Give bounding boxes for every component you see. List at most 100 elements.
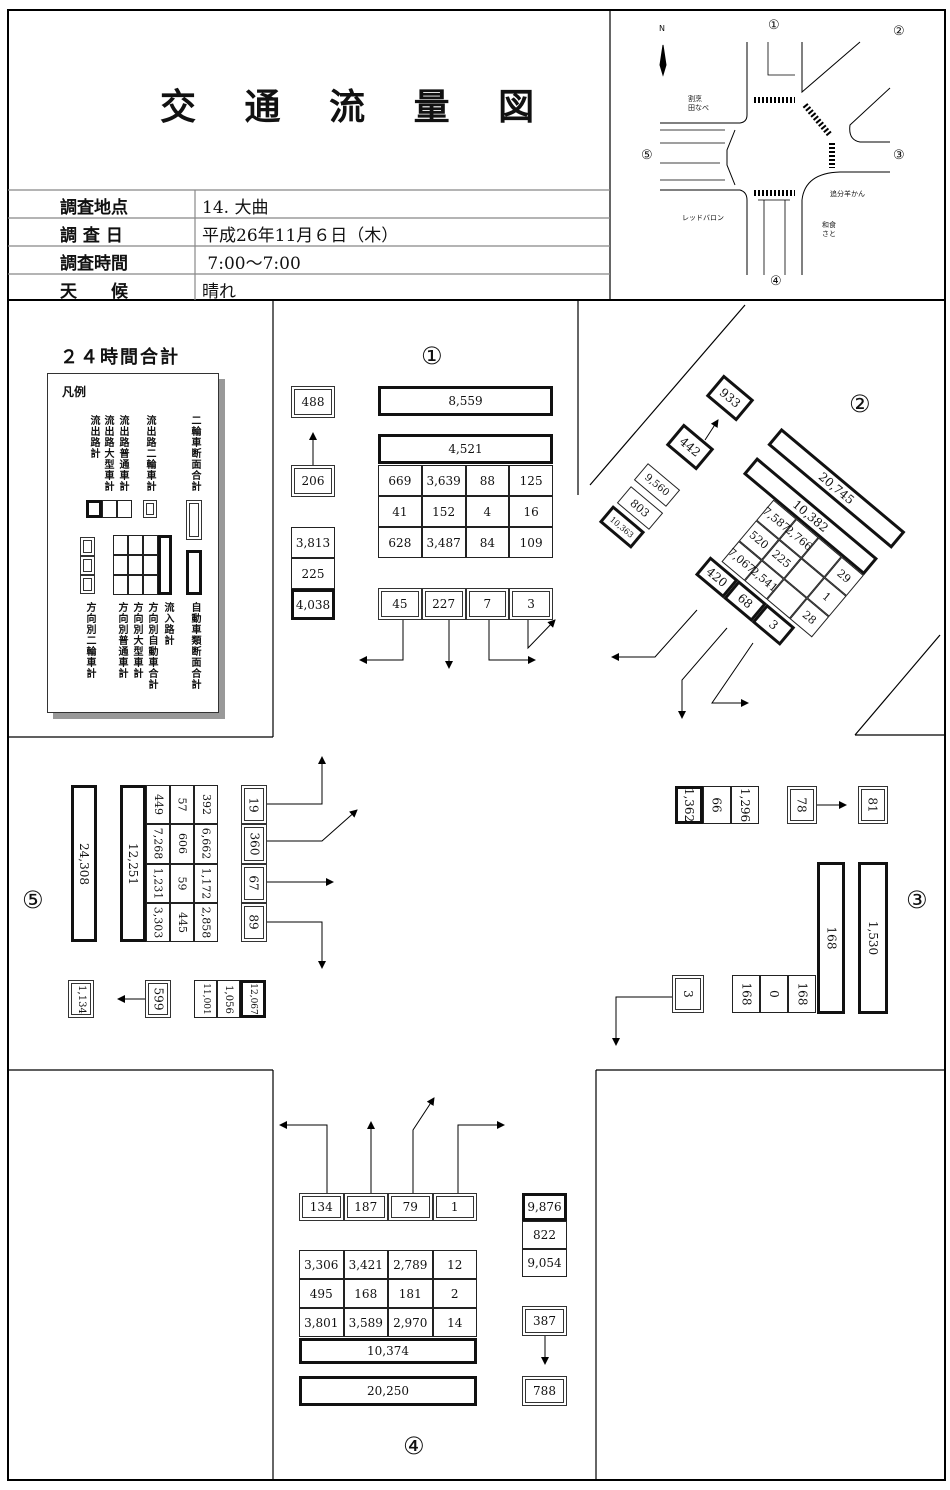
count-value: 9,054 — [527, 1256, 562, 1270]
legend-label: 方向別普通車計 — [116, 602, 127, 679]
count-value: 3,639 — [426, 473, 461, 488]
count-value: 7 — [483, 597, 492, 611]
approach-2-label: ② — [849, 390, 871, 418]
count-value: 387 — [533, 1314, 556, 1328]
count-value: 11,001 — [200, 983, 211, 1015]
count-value: 78 — [795, 797, 809, 813]
count-value: 125 — [519, 473, 543, 488]
info-value-location: 14. 大曲 — [202, 198, 269, 218]
count-value: 88 — [479, 473, 496, 488]
legend-shape — [102, 500, 117, 518]
legend-shape — [128, 575, 143, 595]
map-approach-3: ③ — [893, 148, 905, 163]
info-label-time: 調査時間 — [60, 254, 128, 274]
twowheel-direction: 19 — [241, 785, 267, 825]
info-value-weather: 晴れ — [202, 282, 236, 302]
count-value: 3 — [680, 990, 695, 998]
direction-count: 2,970 — [388, 1308, 433, 1337]
legend-label: 流出路二輪車計 — [144, 415, 155, 492]
direction-count: 3,801 — [299, 1308, 344, 1337]
twowheel-direction: 89 — [241, 902, 267, 942]
count-value: 16 — [523, 504, 539, 519]
count-value: 0 — [766, 990, 781, 998]
twowheel-direction: 67 — [241, 863, 267, 903]
legend-shape — [143, 535, 158, 555]
direction-count: 1,231 — [146, 863, 170, 903]
info-label-location: 調査地点 — [60, 198, 128, 218]
count-value: 445 — [175, 911, 189, 933]
legend-shape — [113, 555, 128, 575]
count-value: 168 — [824, 926, 838, 950]
direction-count: 495 — [299, 1279, 344, 1308]
legend-shape — [80, 575, 95, 594]
approach-5-label: ⑤ — [22, 886, 44, 914]
count-value: 3,306 — [304, 1257, 339, 1272]
direction-count: 4 — [465, 496, 510, 527]
legend-shape — [186, 500, 202, 540]
twowheel-outflow: 387 — [522, 1306, 567, 1336]
count-value: 225 — [301, 566, 325, 581]
outflow-total: 1,362 — [675, 786, 703, 824]
count-value: 66 — [710, 797, 724, 813]
outflow-normal: 9,054 — [522, 1249, 567, 1277]
count-value: 3 — [766, 617, 781, 633]
direction-count: 109 — [509, 527, 553, 558]
outflow-normal: 1,296 — [731, 786, 759, 824]
direction-count: 0 — [760, 975, 788, 1013]
count-value: 2 — [450, 1286, 459, 1301]
map-approach-2: ② — [893, 24, 905, 39]
direction-count: 168 — [788, 975, 816, 1013]
summary-title: ２４時間合計 — [60, 347, 180, 368]
direction-count: 88 — [465, 465, 510, 496]
count-value: 669 — [388, 473, 412, 488]
count-value: 788 — [533, 1384, 556, 1398]
count-value: 442 — [676, 434, 704, 460]
direction-count: 628 — [378, 527, 422, 558]
twowheel-direction: 187 — [343, 1193, 388, 1221]
flow-arrows — [57, 419, 847, 1365]
count-value: 19 — [247, 796, 261, 813]
landmark-label: 追分羊かん — [830, 190, 865, 198]
count-value: 3,801 — [304, 1315, 339, 1330]
outflow-large: 66 — [703, 786, 731, 824]
twowheel-direction: 360 — [241, 824, 267, 864]
count-value: 1 — [819, 589, 834, 605]
count-value: 2,789 — [393, 1257, 428, 1272]
count-value: 933 — [716, 385, 744, 411]
count-value: 57 — [175, 797, 189, 812]
count-value: 1,530 — [866, 920, 881, 956]
direction-count: 125 — [509, 465, 553, 496]
legend-shape — [80, 537, 95, 556]
inflow-total: 168 — [817, 862, 845, 1014]
info-value-time: 7:00〜7:00 — [202, 254, 301, 274]
info-label-date: 調 査 日 — [60, 226, 123, 246]
outflow-large: 822 — [522, 1221, 567, 1249]
twowheel-direction: 3 — [509, 588, 553, 620]
count-value: 12,067 — [248, 983, 258, 1015]
count-value: 181 — [398, 1286, 422, 1301]
count-value: 4,038 — [295, 597, 331, 612]
count-value: 2,858 — [199, 906, 213, 939]
legend-label: 方向別大型車計 — [131, 602, 142, 679]
legend-shape — [158, 535, 172, 595]
count-value: 520 — [746, 528, 771, 552]
count-value: 109 — [519, 535, 543, 550]
direction-count: 84 — [465, 527, 510, 558]
count-value: 6,662 — [199, 828, 213, 860]
count-value: 168 — [795, 982, 809, 1006]
outflow-total: 4,038 — [291, 589, 335, 620]
count-value: 606 — [175, 833, 189, 855]
intersection-map — [659, 41, 891, 275]
direction-count: 181 — [388, 1279, 433, 1308]
count-value: 81 — [866, 797, 880, 813]
legend-label: 流出路普通車計 — [117, 415, 128, 492]
count-value: 7,268 — [151, 828, 165, 860]
legend-label: 流出路大型車計 — [102, 415, 113, 492]
page-title: 交 通 流 量 図 — [160, 87, 553, 128]
count-value: 3,421 — [348, 1257, 383, 1272]
direction-count: 7,268 — [146, 824, 170, 864]
count-value: 187 — [354, 1200, 378, 1214]
count-value: 4 — [483, 504, 492, 519]
direction-count: 57 — [170, 785, 194, 825]
